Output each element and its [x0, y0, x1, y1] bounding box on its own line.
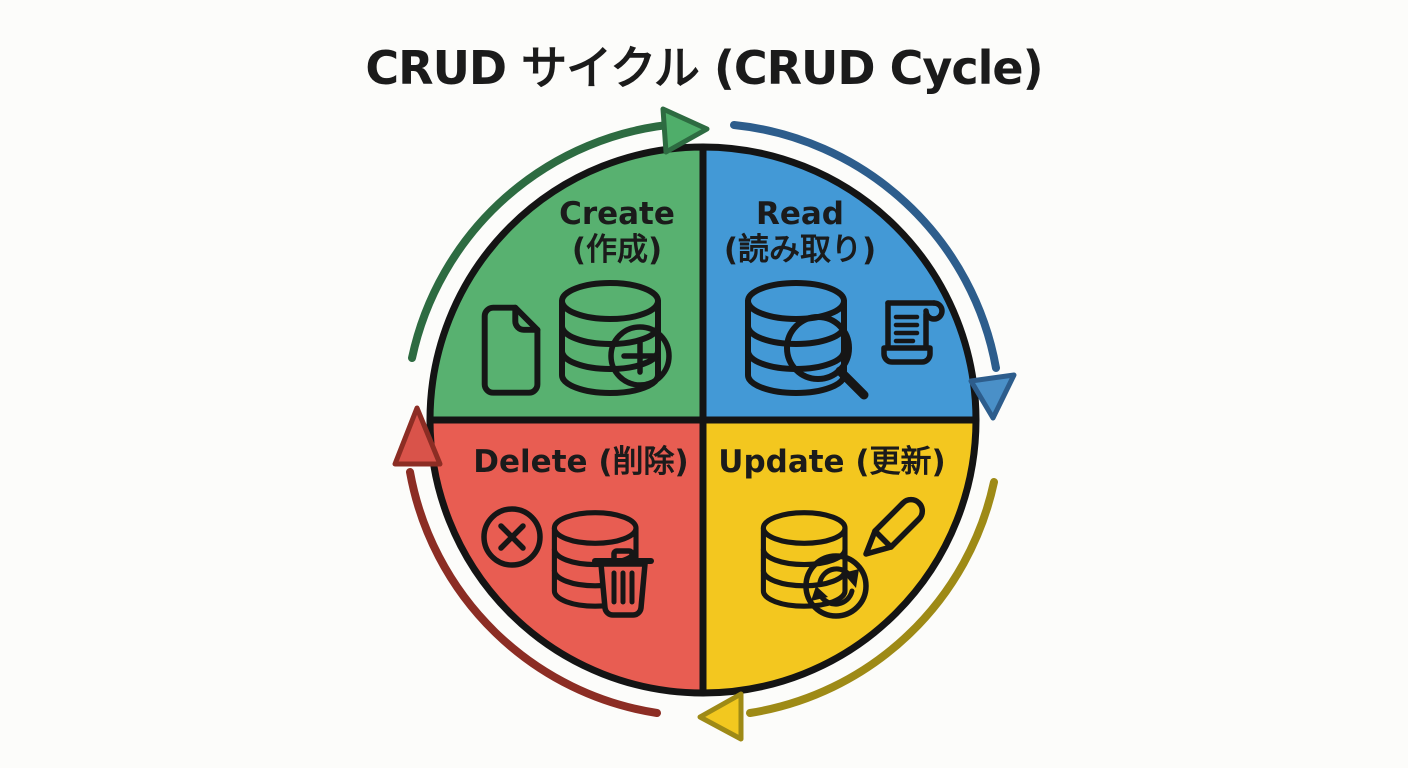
read-content: Read (読み取り): [724, 196, 945, 400]
cancel-circle-icon: [481, 506, 543, 568]
arrow-read-to-update-arc: [730, 121, 1000, 372]
scroll-text-lines: [893, 314, 920, 344]
sync-arrowhead-right: [843, 569, 859, 588]
x-glyph: [498, 523, 526, 551]
magnifier-lens: [784, 314, 852, 382]
crud-circle: [426, 143, 980, 697]
arrow-read-to-update-head: [968, 372, 1017, 421]
create-label-en: Create: [559, 196, 675, 232]
document-icon: [481, 304, 541, 396]
arrow-create-to-read-arc: [408, 120, 681, 362]
add-circle-icon: [608, 324, 672, 388]
scroll-icon: [881, 300, 945, 365]
arrow-update-to-delete-arc: [746, 478, 998, 717]
diagram-title: CRUD サイクル (CRUD Cycle): [365, 41, 1042, 95]
pencil-body: [872, 496, 926, 550]
sync-arc-bottom: [818, 588, 855, 607]
cycle-arrows: [392, 106, 1017, 742]
pencil-icon: [863, 496, 926, 557]
magnifier-icon: [784, 314, 869, 400]
scroll-base: [881, 345, 933, 365]
create-label-ja: (作成): [572, 232, 662, 268]
sync-arrowhead-left: [811, 586, 828, 601]
document-fold: [512, 304, 541, 333]
read-label-ja: (読み取り): [724, 232, 876, 268]
quadrant-create: [426, 143, 707, 424]
quadrant-delete: [426, 416, 707, 697]
create-content: Create (作成): [481, 196, 675, 396]
add-circle: [608, 324, 672, 388]
arrow-delete-to-create-head: [392, 405, 443, 467]
delete-label: Delete (削除): [473, 444, 688, 480]
update-content: Update (更新): [718, 444, 946, 619]
sync-circle-icon: [803, 553, 869, 619]
arrow-update-to-delete-head: [697, 691, 744, 742]
magnifier-handle: [835, 366, 869, 400]
document-outline: [481, 304, 541, 396]
cancel-circle: [481, 506, 543, 568]
plus-glyph: [621, 337, 659, 375]
trash-handle: [611, 548, 635, 562]
sync-circle: [803, 553, 869, 619]
trash-bars: [611, 570, 635, 605]
arrow-delete-to-create-arc: [406, 468, 661, 717]
arrow-create-to-read-head: [660, 106, 710, 155]
trash-icon: [592, 548, 654, 618]
delete-content: Delete (削除): [473, 444, 689, 618]
update-label: Update (更新): [718, 444, 945, 480]
read-label-en: Read: [756, 196, 844, 232]
